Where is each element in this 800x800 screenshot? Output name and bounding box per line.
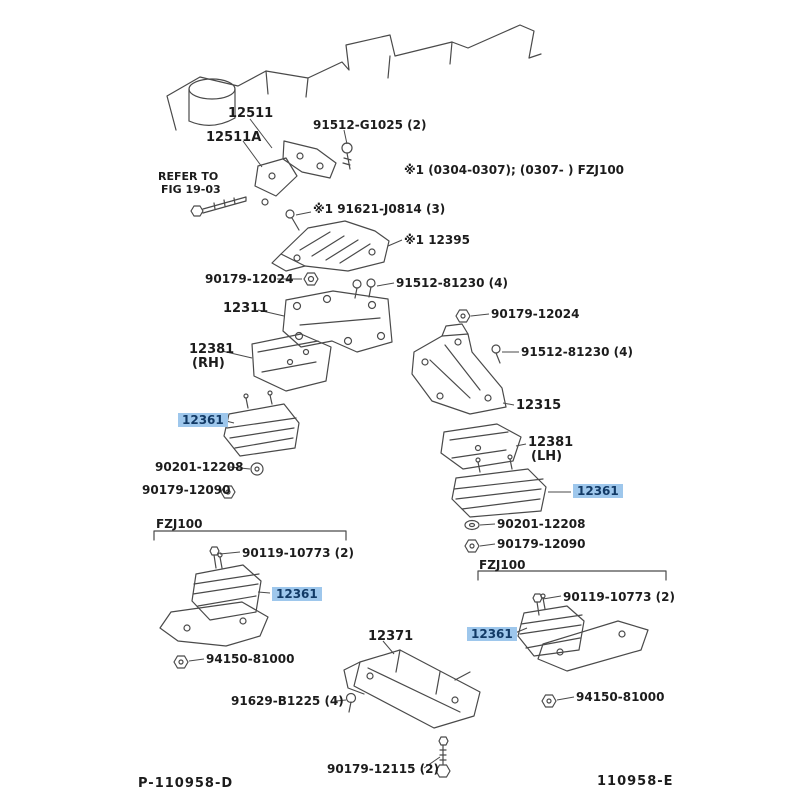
part-12361-fzj100-right — [517, 593, 649, 672]
label-91512-g1025: 91512-G1025 (2) — [313, 118, 427, 132]
label-90201-12208-left: 90201-12208 — [155, 460, 244, 474]
label-90179-12090-right: 90179-12090 — [497, 537, 586, 551]
label-91621-j0814: ※1 91621-J0814 (3) — [313, 202, 446, 216]
part-12361-upper-left — [223, 390, 300, 457]
part-12361-right — [451, 454, 547, 518]
label-fig-19-03: FIG 19-03 — [161, 183, 221, 196]
bolt-90179-12115 — [435, 736, 451, 778]
label-90179-12024-right: 90179-12024 — [491, 307, 580, 321]
label-90179-12115: 90179-12115 (2) — [327, 762, 439, 776]
engine-outline — [166, 24, 542, 131]
label-12361-highlight-c[interactable]: 12361 — [272, 587, 322, 601]
label-12511: 12511 — [228, 106, 274, 121]
label-94150-81000-left: 94150-81000 — [206, 652, 295, 666]
bolt-91512-81230-right — [491, 344, 501, 364]
label-fzj100-right: FZJ100 — [479, 558, 526, 572]
label-refer-to: REFER TO — [158, 170, 219, 183]
nut-90179-12024-right — [455, 309, 471, 323]
label-94150-81000-right: 94150-81000 — [576, 690, 665, 704]
label-12381-lh: 12381 — [528, 435, 574, 450]
doc-ref-right: 110958-E — [597, 774, 674, 789]
doc-ref-left: P-110958-D — [138, 776, 234, 791]
label-fzj100-left: FZJ100 — [156, 517, 203, 531]
label-12361-highlight-d[interactable]: 12361 — [467, 627, 517, 641]
label-note-variant: ※1 (0304-0307); (0307- ) FZJ100 — [404, 163, 625, 177]
label-12311: 12311 — [223, 301, 269, 316]
label-12361-highlight-a[interactable]: 12361 — [178, 413, 228, 427]
nut-90179-12090-left — [220, 485, 236, 499]
leader-lines — [188, 118, 575, 769]
bolt-90119-left — [209, 546, 220, 569]
label-91512-81230-left: 91512-81230 (4) — [396, 276, 508, 290]
nut-94150-left — [173, 655, 189, 669]
label-12361-highlight-b[interactable]: 12361 — [573, 484, 623, 498]
nut-94150-right — [541, 694, 557, 708]
part-12381-rh — [251, 333, 332, 392]
group-bracket-fzj100-right — [477, 570, 667, 581]
screw-91621-j0814 — [285, 209, 300, 231]
label-12315: 12315 — [516, 398, 562, 413]
label-90119-10773-left: 90119-10773 (2) — [242, 546, 354, 560]
part-12371 — [343, 649, 481, 729]
label-12381-lh-suffix: (LH) — [531, 449, 563, 464]
washer-90201-right — [464, 519, 480, 531]
label-12371: 12371 — [368, 629, 414, 644]
label-12381-rh-suffix: (RH) — [192, 356, 225, 371]
part-12511-bracket — [254, 140, 337, 206]
part-12315 — [411, 323, 507, 415]
bolts-91512-81230-left — [352, 278, 376, 299]
part-12395 — [271, 220, 390, 272]
label-90119-10773-right: 90119-10773 (2) — [563, 590, 675, 604]
group-bracket-fzj100-left — [153, 530, 347, 541]
bolt-refer-fig — [190, 196, 247, 217]
bolt-91629 — [345, 692, 357, 713]
part-12381-lh — [440, 423, 522, 470]
label-12381-rh: 12381 — [189, 342, 235, 357]
label-91512-81230-right: 91512-81230 (4) — [521, 345, 633, 359]
part-12311 — [282, 290, 393, 353]
label-90179-12090-left: 90179-12090 — [142, 483, 231, 497]
bolt-91512-g1025 — [341, 142, 353, 170]
label-91629-b1225: 91629-B1225 (4) — [231, 694, 344, 708]
label-90201-12208-right: 90201-12208 — [497, 517, 586, 531]
washer-90201-left — [250, 462, 264, 476]
label-90179-12024-left: 90179-12024 — [205, 272, 294, 286]
nut-90179-12090-right — [464, 539, 480, 553]
label-12395: ※1 12395 — [404, 233, 470, 247]
label-12511a: 12511A — [206, 130, 262, 145]
part-12361-fzj100-left — [159, 552, 269, 647]
washer-90179-12024-left — [303, 272, 319, 286]
